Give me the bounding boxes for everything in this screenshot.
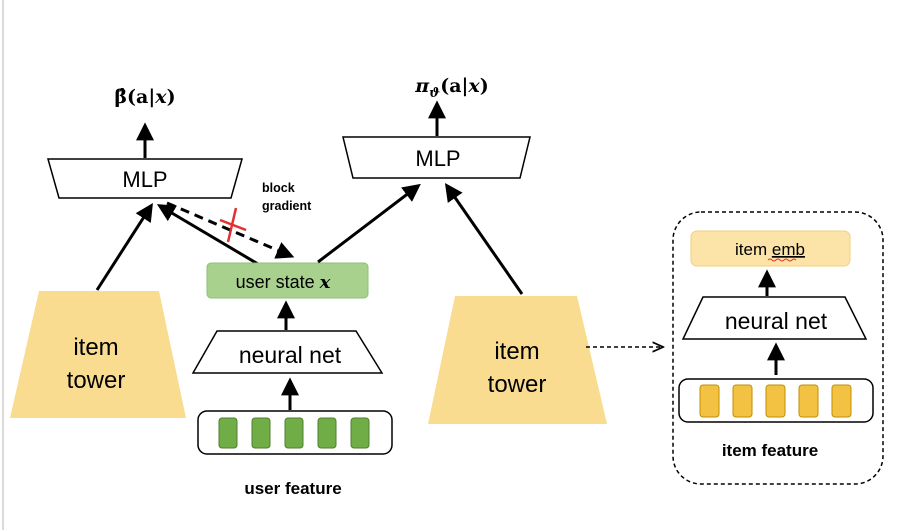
target-policy-label-var: x [467,75,480,97]
right-item-tower-label-line2: tower [488,371,547,398]
left-item-tower [10,291,186,418]
user-feature-cell [284,417,304,449]
item-feature-cell [699,384,720,418]
user-feature-cell [218,417,238,449]
left-item-tower-label-line1: item [73,334,118,361]
user-state-box [206,262,369,299]
user-feature-cell [350,417,370,449]
item-feature-label: item feature [722,441,818,460]
item-feature-cell [765,384,786,418]
user-state-to-right-mlp-arrow [317,183,421,264]
item-feature-cell [831,384,852,418]
user-feature-cell [317,417,337,449]
user-state-label-var: x [319,272,331,293]
user-state-label: user state x [236,272,331,293]
item-feature-cell [732,384,753,418]
target-policy-label-sub: ϑ [429,86,440,101]
behavior-policy-label-close: ) [167,86,176,108]
user-feature-cell [251,417,271,449]
target-policy-label: πϑ(a|x) [414,75,489,101]
user-feature-label: user feature [244,479,341,498]
right-tower-to-mlp-arrow [444,183,524,295]
behavior-policy-label-main: β̂(a| [114,86,155,108]
user-feature-cells [218,417,370,449]
block-gradient-label-line1: block [262,181,295,195]
inset-neural-net-label: neural net [725,308,828,334]
right-mlp-label: MLP [415,146,460,171]
center-neural-net-label: neural net [239,342,342,368]
item-emb-label-b: emb [772,240,805,259]
behavior-policy-label: β̂(a|x) [114,86,175,108]
item-emb-box [690,230,851,267]
right-item-tower-label-line1: item [494,338,539,365]
item-feature-cell [798,384,819,418]
left-tower-to-mlp-arrow [95,202,153,291]
user-state-to-left-mlp-arrow [156,204,259,266]
inset-neural-net-box [681,296,868,340]
target-policy-label-close: ) [480,75,489,97]
spellcheck-squiggle [767,258,797,262]
left-mlp-label: MLP [122,167,167,192]
right-item-tower [428,296,607,424]
left-mlp-box [47,158,243,199]
left-item-tower-label-line2: tower [67,367,126,394]
block-gradient-cross [219,207,247,243]
center-neural-net-box [191,330,384,374]
right-mlp-box [342,136,531,179]
behavior-policy-label-var: x [154,86,167,108]
block-gradient-dashed-arrow [166,201,295,259]
block-gradient-label-line2: gradient [262,199,312,213]
item-feature-cells [699,384,852,418]
target-policy-label-paren: (a| [440,75,468,97]
user-state-label-text: user state [236,272,320,292]
item-emb-label-a: item [735,240,772,259]
target-policy-label-main: π [414,75,430,97]
item-emb-label: item emb [735,240,805,259]
